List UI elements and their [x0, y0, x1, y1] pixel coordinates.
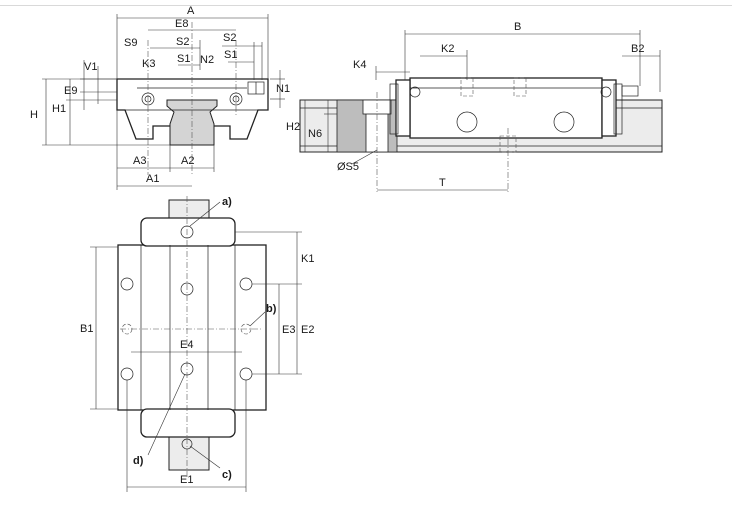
label-E3: E3: [282, 324, 295, 336]
label-H1: H1: [52, 103, 66, 115]
label-H: H: [30, 109, 38, 121]
label-N2: N2: [200, 54, 214, 66]
label-T: T: [439, 177, 446, 189]
label-b: b): [266, 303, 277, 315]
label-N6: N6: [308, 128, 322, 140]
label-a: a): [222, 196, 232, 208]
label-B: B: [514, 21, 521, 33]
side-ball-right: [553, 111, 575, 133]
label-N1: N1: [276, 83, 290, 95]
carriage-side-body: [409, 77, 603, 139]
label-E4: E4: [180, 339, 193, 351]
label-c: c): [222, 469, 232, 481]
label-A: A: [187, 5, 195, 17]
label-V1: V1: [84, 61, 97, 73]
label-B2: B2: [631, 43, 644, 55]
label-E1: E1: [180, 474, 193, 486]
label-S2-left: S2: [176, 36, 189, 48]
label-B1: B1: [80, 323, 93, 335]
label-H2: H2: [286, 121, 300, 133]
label-S9: S9: [124, 37, 137, 49]
side-view: [299, 30, 663, 192]
top-view: [90, 196, 302, 492]
label-A2: A2: [181, 155, 194, 167]
label-K4: K4: [353, 59, 366, 71]
label-A3: A3: [133, 155, 146, 167]
label-S5: ØS5: [337, 161, 359, 173]
front-view: [42, 14, 285, 190]
label-E2: E2: [301, 324, 314, 336]
label-K2: K2: [441, 43, 454, 55]
label-S2-right: S2: [223, 32, 236, 44]
label-d: d): [133, 455, 144, 467]
label-S1-right: S1: [224, 49, 237, 61]
side-ball-left: [456, 111, 478, 133]
top-hole-1: [120, 277, 134, 291]
label-S1-left: S1: [177, 53, 190, 65]
label-K1: K1: [301, 253, 314, 265]
label-E9: E9: [64, 85, 77, 97]
label-K3: K3: [142, 58, 155, 70]
carriage-top-body: [117, 244, 267, 411]
top-divider: [0, 5, 732, 6]
label-E8: E8: [175, 18, 188, 30]
label-A1: A1: [146, 173, 159, 185]
